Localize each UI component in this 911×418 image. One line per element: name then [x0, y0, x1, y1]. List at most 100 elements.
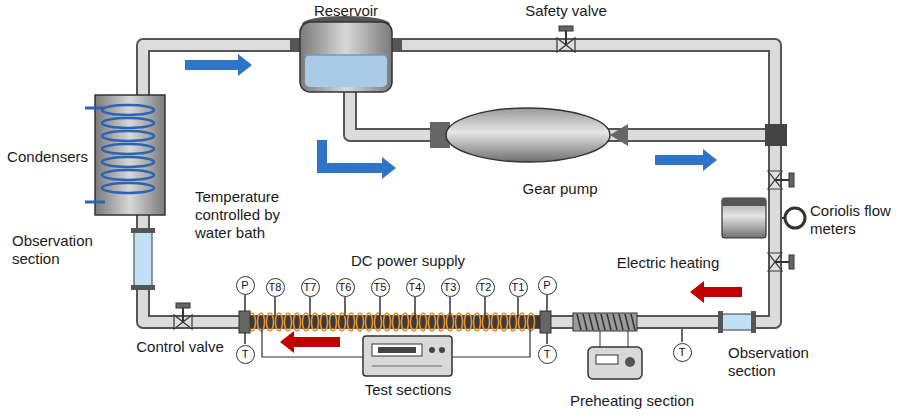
component-label: Control valve [136, 338, 224, 356]
sensor-circle: P [538, 276, 557, 295]
sensor-circle: T5 [371, 278, 390, 297]
sensor-circle: T3 [441, 278, 460, 297]
component-label: Preheating section [570, 392, 694, 410]
test-section [249, 313, 535, 331]
preheater [589, 314, 593, 330]
sensor-label: T6 [339, 282, 352, 293]
preheater [613, 314, 617, 330]
test-section [393, 313, 400, 331]
coriolis-meter [782, 217, 785, 219]
preheater [607, 314, 611, 330]
sensor-circle: T8 [266, 278, 285, 297]
pipe-loop [143, 45, 775, 322]
test-section [456, 313, 463, 331]
dc-power-supply [439, 347, 445, 353]
sensor-label: T [544, 349, 551, 360]
sensor-label: T8 [269, 282, 282, 293]
reservoir-tank [300, 22, 392, 92]
gear-pump [446, 108, 610, 162]
sensor-label: P [241, 280, 248, 291]
observation-window [134, 232, 152, 286]
power-wire [452, 328, 530, 357]
test-section [429, 313, 436, 331]
coriolis-meter [722, 198, 766, 238]
component-label: DC power supply [351, 252, 465, 270]
sensor-circle: T [538, 345, 557, 364]
reservoir-tank [290, 16, 402, 92]
test-section [384, 313, 391, 331]
sensor-label: T [242, 349, 249, 360]
preheater [631, 314, 635, 330]
test-section [348, 313, 355, 331]
test-section [285, 313, 292, 331]
preheater [577, 314, 581, 330]
condenser-unit [102, 118, 154, 128]
test-section [258, 313, 265, 331]
preheater [583, 314, 587, 330]
sensor-stem [517, 297, 519, 316]
coriolis-meter [722, 198, 766, 206]
sensor-label: T2 [479, 282, 492, 293]
sensor-label: T7 [304, 282, 317, 293]
gear-pump [430, 108, 787, 162]
sensor-circle: P [236, 276, 255, 295]
test-section [402, 313, 409, 331]
sensor-stem [344, 297, 346, 316]
test-section [239, 311, 551, 333]
sensor-label: T1 [512, 282, 525, 293]
observation-window [131, 285, 155, 290]
preheater [625, 357, 635, 367]
preheater [625, 314, 629, 330]
test-section [294, 313, 301, 331]
condenser-unit [85, 201, 105, 204]
preheater [628, 331, 629, 347]
component-label: Temperature controlled by water bath [195, 188, 305, 242]
sensor-label: T4 [409, 282, 422, 293]
test-section [492, 313, 499, 331]
preheater [573, 313, 642, 379]
condenser-unit [102, 170, 154, 180]
dc-power-supply [429, 347, 435, 353]
sensor-circle: T6 [336, 278, 355, 297]
test-section [411, 313, 418, 331]
test-section [519, 313, 526, 331]
coriolis-meter [785, 208, 805, 228]
test-section [267, 313, 274, 331]
test-section [420, 313, 427, 331]
test-section [540, 311, 551, 333]
test-section [312, 313, 319, 331]
pipe-loop [143, 45, 775, 322]
reservoir-tank [305, 55, 387, 87]
sensor-circle: T [673, 343, 692, 362]
condenser-unit [102, 183, 154, 193]
test-section [501, 313, 508, 331]
sensor-circle: T2 [476, 278, 495, 297]
sensor-circle: T [236, 345, 255, 364]
sensor-stem [274, 297, 276, 316]
sensor-label: P [543, 280, 550, 291]
dc-power-supply [378, 347, 416, 353]
sensor-label: T [679, 347, 686, 358]
flow-arrow [185, 54, 742, 353]
valve-symbol [174, 303, 192, 329]
sensor-stem [449, 297, 451, 316]
sensor-circle: T1 [509, 278, 528, 297]
coriolis-meter [722, 198, 805, 238]
flow-arrow [280, 331, 340, 353]
test-section [303, 313, 310, 331]
preheater [600, 331, 601, 347]
observation-window [131, 228, 756, 333]
valve-symbol [557, 26, 575, 52]
preheater [588, 347, 642, 379]
observation-window [131, 228, 155, 233]
sensor-stem [309, 297, 311, 316]
test-section [276, 313, 283, 331]
component-label: Safety valve [525, 2, 607, 20]
valve-symbol [174, 26, 794, 329]
observation-window [722, 314, 752, 330]
sensor-stem [546, 295, 548, 311]
test-section [366, 313, 373, 331]
test-section [239, 311, 250, 333]
preheater [596, 355, 618, 364]
flow-arrow [317, 140, 396, 179]
